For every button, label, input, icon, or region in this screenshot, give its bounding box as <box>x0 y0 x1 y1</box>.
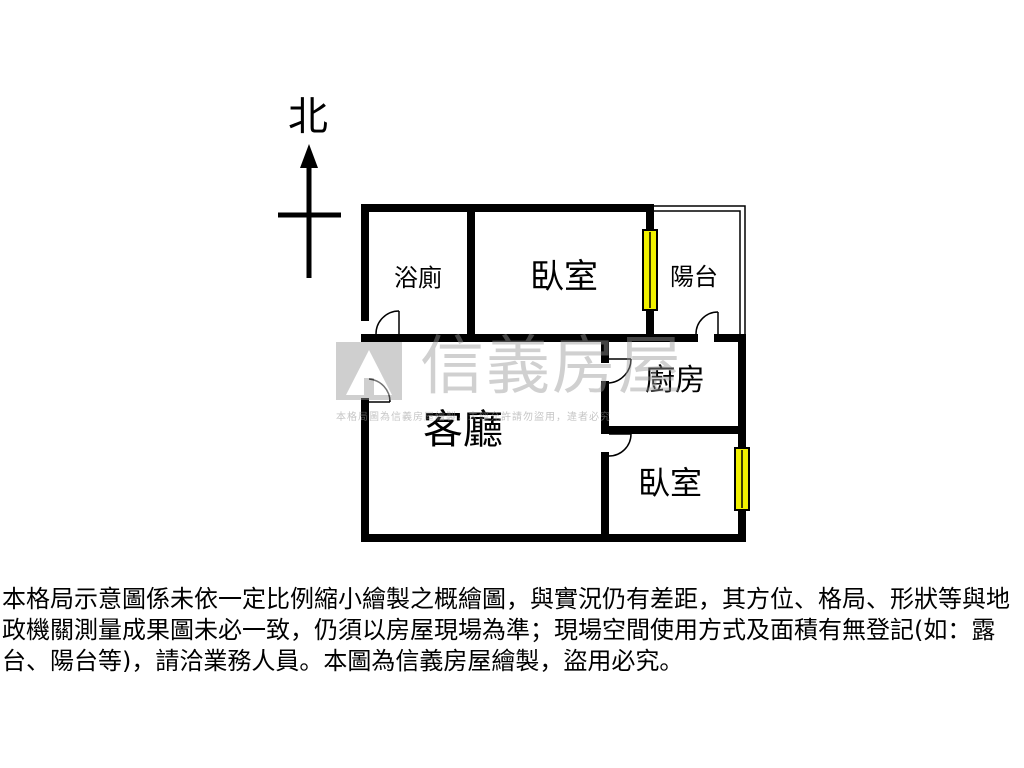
room-label-bedroom-north: 臥室 <box>530 257 598 297</box>
window-bedroom-north <box>642 229 658 311</box>
window-bedroom-south <box>734 447 750 511</box>
floor-plan <box>278 144 750 542</box>
room-label-kitchen: 廚房 <box>645 363 705 398</box>
watermark-logo <box>336 342 402 400</box>
room-label-bedroom-south: 臥室 <box>638 464 703 502</box>
room-label-balcony: 陽台 <box>670 263 718 291</box>
room-label-living-room: 客廳 <box>423 407 503 453</box>
compass-north-label: 北 <box>288 94 328 140</box>
watermark-brand: 信義房屋 <box>420 330 684 404</box>
disclaimer-text: 本格局示意圖係未依一定比例縮小繪製之概繪圖，與實況仍有差距，其方位、格局、形狀等… <box>2 585 1010 675</box>
door-swings <box>368 310 719 457</box>
watermark-notice: 本格局圖為信義房屋繪製，未經允許請勿盜用，違者必究 <box>336 412 611 423</box>
room-label-bathroom: 浴廁 <box>394 264 442 292</box>
balcony-outline <box>652 205 746 338</box>
north-arrow-icon <box>278 144 341 278</box>
walls <box>361 204 746 542</box>
